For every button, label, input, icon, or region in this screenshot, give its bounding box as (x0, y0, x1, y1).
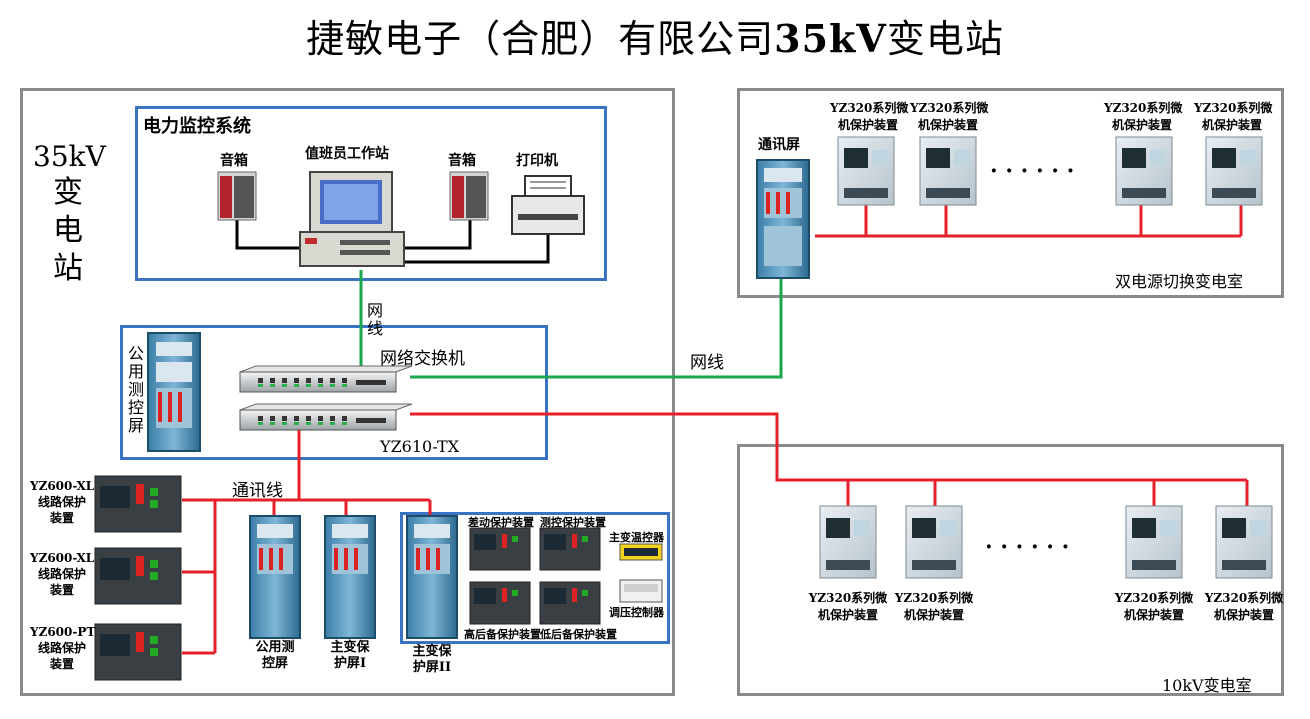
yz320-10kv-label-1: YZ320系列微机保护装置 (808, 591, 888, 622)
comm-panel-icon (756, 159, 810, 279)
yz320-dual-label-4: YZ320系列微机保护装置 (1194, 101, 1273, 132)
yz320-dual-4 (1205, 136, 1263, 206)
yz320-10kv-1 (819, 505, 877, 579)
yz320-dual-label-3: YZ320系列微机保护装置 (1104, 101, 1183, 132)
speaker-left-label: 音箱 (220, 153, 248, 169)
low-backup-device (539, 581, 601, 625)
switch-model: YZ610-TX (380, 437, 460, 456)
comm-lines (182, 205, 1249, 655)
yz320-dual-3 (1115, 136, 1173, 206)
dual-room-ellipsis: · · · · · · (990, 158, 1075, 184)
page-title: 捷敏电子（合肥）有限公司35kV变电站 (306, 16, 1004, 61)
cabinet-transformer-2-icon (406, 515, 458, 639)
speaker-right-icon (449, 171, 489, 221)
printer-icon (511, 175, 585, 235)
yz320-10kv-4 (1215, 505, 1273, 579)
yz320-10kv-label-4: YZ320系列微机保护装置 (1204, 591, 1284, 622)
low-backup-label: 低后备保护装置 (540, 628, 617, 641)
diff-protection-device (469, 527, 531, 571)
monitor-cables (235, 218, 550, 264)
temp-controller-label: 主变温控器 (609, 531, 664, 544)
switch-top-icon (239, 365, 413, 393)
yz320-dual-2 (919, 136, 977, 206)
network-switch-box (120, 325, 548, 460)
switch-bottom-icon (239, 403, 413, 431)
high-backup-device (469, 581, 531, 625)
printer-label: 打印机 (516, 153, 558, 169)
yz320-dual-1 (837, 136, 895, 206)
room-10kv-ellipsis: · · · · · · (985, 534, 1070, 560)
cabinet-public-label: 公用测控屏 (255, 640, 295, 671)
public-panel-char-4: 控 (127, 398, 144, 417)
temp-controller-device (619, 543, 663, 561)
station-voltage-label: 35kV (33, 140, 106, 173)
yz320-10kv-label-2: YZ320系列微机保护装置 (894, 591, 974, 622)
monitoring-title: 电力监控系统 (143, 116, 251, 137)
diff-protection-label: 差动保护装置 (468, 516, 534, 529)
network-cable-char-2: 线 (366, 319, 383, 338)
comm-line-label: 通讯线 (232, 481, 283, 501)
cabinet-transformer-1-icon (324, 515, 376, 639)
transformer-protection-box (400, 512, 670, 644)
public-panel-icon (147, 332, 201, 452)
comm-panel-label: 通讯屏 (758, 137, 800, 153)
regulator-device (619, 579, 663, 603)
main-station-box (20, 88, 675, 696)
cabinet-transformer-2-label: 主变保护屏II (412, 644, 452, 675)
yz320-dual-label-1: YZ320系列微机保护装置 (830, 101, 909, 132)
public-panel-char-1: 公 (127, 344, 144, 363)
measure-protection-label: 测控保护装置 (540, 516, 606, 529)
room-10kv-box (737, 444, 1284, 696)
network-cable-right-label: 网线 (690, 353, 724, 373)
yz320-10kv-label-3: YZ320系列微机保护装置 (1114, 591, 1194, 622)
public-panel-char-2: 用 (127, 362, 144, 381)
dual-power-room-box (737, 88, 1284, 298)
yz320-10kv-3 (1125, 505, 1183, 579)
network-cable-char-1: 网 (366, 301, 383, 320)
high-backup-label: 高后备保护装置 (464, 628, 541, 641)
public-panel-char-3: 测 (127, 380, 144, 399)
monitoring-system-box (135, 106, 607, 281)
yz320-10kv-2 (905, 505, 963, 579)
room-10kv-name: 10kV变电室 (1162, 676, 1252, 695)
regulator-label: 调压控制器 (609, 606, 664, 619)
line-protection-device-1 (94, 475, 182, 533)
measure-protection-device (539, 527, 601, 571)
speaker-left-icon (217, 171, 257, 221)
yz320-dual-label-2: YZ320系列微机保护装置 (910, 101, 989, 132)
workstation-label: 值班员工作站 (305, 146, 389, 162)
speaker-right-label: 音箱 (448, 153, 476, 169)
network-line (359, 270, 783, 379)
station-label-char-3: 站 (53, 251, 83, 286)
station-label-char-1: 变 (53, 175, 83, 210)
workstation-icon (299, 171, 405, 267)
dual-room-name: 双电源切换变电室 (1115, 272, 1244, 291)
switch-label: 网络交换机 (380, 349, 465, 369)
cabinet-public-icon (249, 515, 301, 639)
cabinet-transformer-1-label: 主变保护屏I (330, 640, 370, 671)
line-protection-device-2 (94, 547, 182, 605)
line-protection-device-3 (94, 623, 182, 681)
public-panel-char-5: 屏 (127, 416, 144, 435)
station-label-char-2: 电 (53, 213, 83, 248)
